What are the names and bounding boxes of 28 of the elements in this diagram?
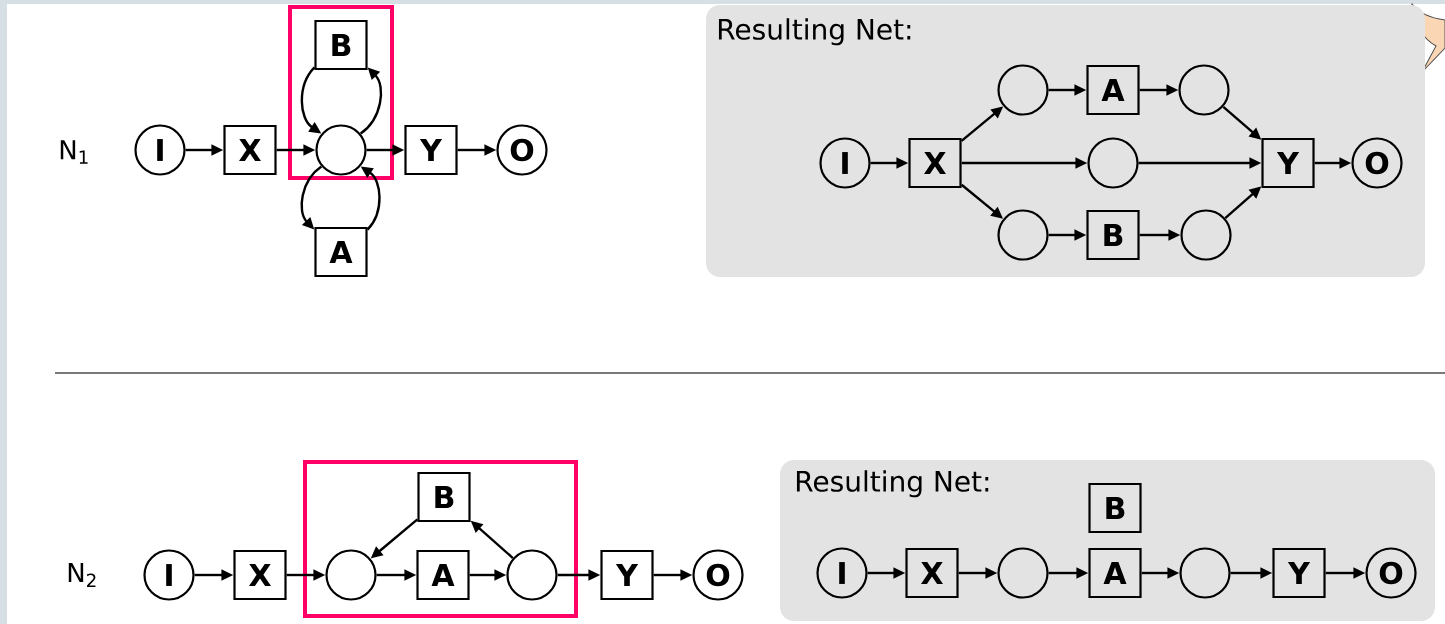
transition-box: X — [223, 124, 277, 176]
place-circle — [997, 209, 1049, 261]
place-circle — [315, 124, 367, 176]
transition-box: A — [314, 226, 368, 278]
place-circle — [997, 64, 1049, 116]
transition-box: X — [233, 549, 287, 601]
place-circle — [506, 549, 558, 601]
transition-box: Y — [404, 124, 458, 176]
place-circle — [325, 549, 377, 601]
transition-box: B — [1088, 482, 1142, 534]
place-circle — [1178, 64, 1230, 116]
place-circle — [1087, 137, 1139, 189]
transition-box: A — [1088, 547, 1142, 599]
transition-box: Y — [1272, 547, 1326, 599]
transition-box: B — [1086, 209, 1140, 261]
place-circle — [1180, 209, 1232, 261]
transition-box: X — [908, 137, 962, 189]
transition-box: X — [905, 547, 959, 599]
transition-box: A — [416, 549, 470, 601]
transition-box: B — [417, 471, 471, 523]
net-name: N$_{2}$ — [68, 563, 96, 587]
transition-box: A — [1086, 64, 1140, 116]
transition-box: Y — [1261, 137, 1315, 189]
transition-box: B — [314, 19, 368, 71]
place-circle — [997, 547, 1049, 599]
transition-box: Y — [600, 549, 654, 601]
place-circle — [1179, 547, 1231, 599]
net-name: N$_{1}$ — [60, 140, 88, 164]
